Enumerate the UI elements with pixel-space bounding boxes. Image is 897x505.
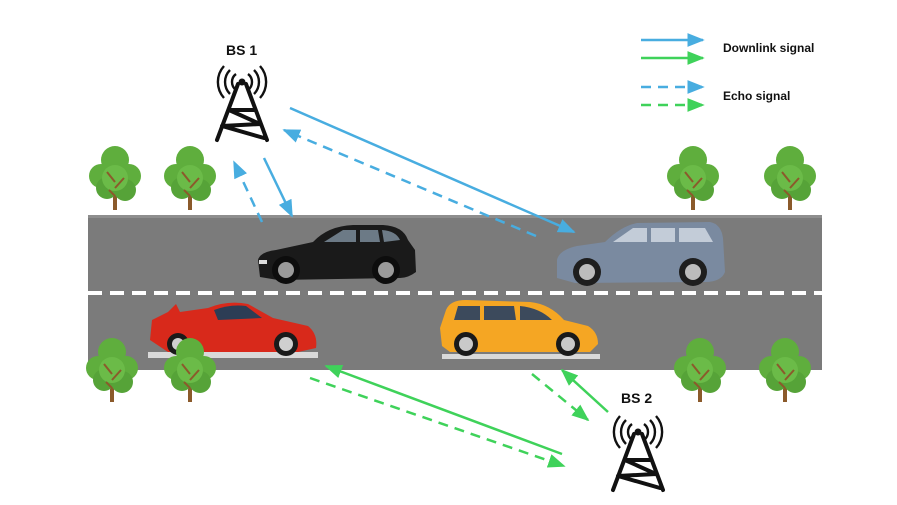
tree-icon [163,145,217,211]
echo-arrow [531,373,590,422]
bs1-label: BS 1 [226,42,257,58]
bs1-signals [232,106,576,238]
downlink-arrow [324,364,563,456]
bs2-tower [611,414,665,492]
tower-icon [215,64,269,142]
echo-arrow [232,160,264,223]
legend-echo-label: Echo signal [723,89,790,103]
echo-arrow [282,128,537,238]
tree-icon [666,145,720,211]
tower-icon [611,414,665,492]
bs1-tower [215,64,269,142]
echo-arrow [309,376,566,468]
orange-hatchback [440,300,600,359]
downlink-arrow [289,106,576,234]
gray-minivan [557,222,725,286]
bs2-signals [309,364,609,468]
tree-icon [763,145,817,211]
black-suv [258,225,416,284]
legend-downlink-label: Downlink signal [723,41,814,55]
bs2-label: BS 2 [621,390,652,406]
downlink-arrow [262,157,294,218]
tree-icon [88,145,142,211]
legend: Downlink signal Echo signal [641,33,814,112]
downlink-arrow [560,368,609,413]
